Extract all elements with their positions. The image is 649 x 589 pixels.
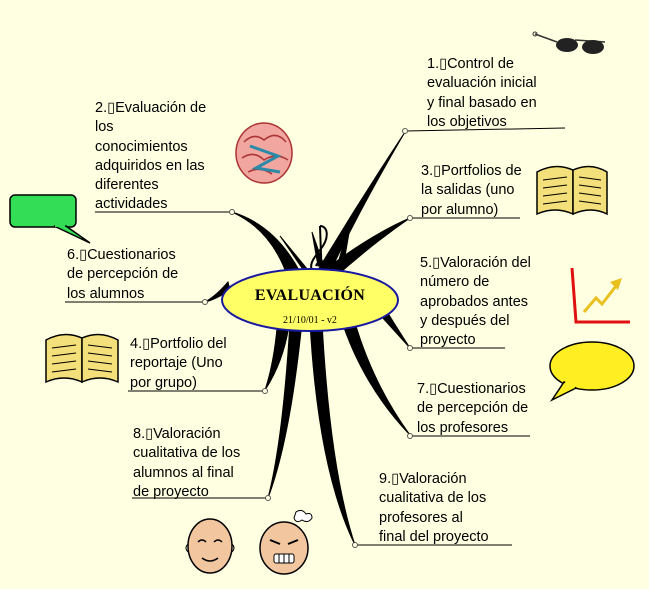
branch-label-6: 6.▯Cuestionarios de percepción de los al… [67,247,179,302]
branch-label-1: 1.▯Control de evaluación inicial y final… [427,56,537,130]
rising-chart-icon [570,267,630,324]
sunglasses-icon [532,31,606,54]
branch-label-3: 3.▯Portfolios de la salidas (uno por alu… [421,163,522,218]
branch-label-5: 5.▯Valoración del número de aprobados an… [420,255,531,349]
branch-n9 [309,321,356,546]
brain-icon [235,122,293,184]
branch-n2 [231,211,301,279]
branch-label-8: 8.▯Valoración cualitativa de los alumnos… [133,426,241,500]
open-book-icon [45,333,119,384]
center-title: EVALUACIÓN [255,285,365,304]
branch-n7 [339,311,411,436]
branch-label-4: 4.▯Portfolio del reportaje (Uno por grup… [130,336,227,391]
center-node: EVALUACIÓN 21/10/01 - v2 [221,268,399,332]
branch-label-7: 7.▯Cuestionarios de percepción de los pr… [417,381,529,436]
open-book-icon [536,165,608,216]
branch-n8 [267,321,303,499]
speech-bubble-yellow-icon [549,341,635,402]
speech-bubble-green-icon [9,194,91,244]
branch-label-9: 9.▯Valoración cualitativa de los profeso… [379,471,489,545]
branch-label-2: 2.▯Evaluación de los conocimientos adqui… [95,100,207,213]
angry-face-icon [259,509,313,575]
branch-lines [65,127,566,546]
happy-face-icon [185,518,235,574]
branch-end-dots [202,128,413,548]
center-subtitle: 21/10/01 - v2 [283,315,337,326]
